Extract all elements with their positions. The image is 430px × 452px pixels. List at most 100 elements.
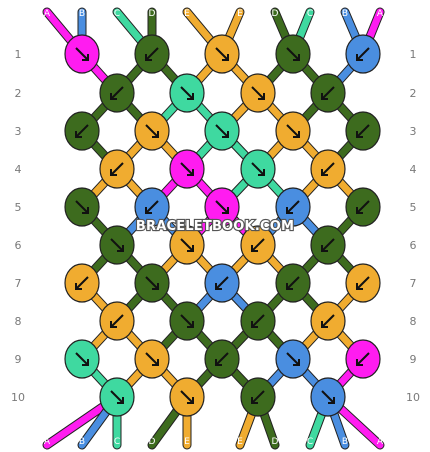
bottom-thread-letter: E: [237, 437, 243, 447]
knot: [204, 263, 240, 303]
knot-arrow-head: [286, 283, 293, 290]
knot: [64, 187, 100, 227]
knot-arrow-shaft: [75, 200, 89, 214]
knot-arrow-shaft: [75, 47, 89, 61]
top-thread-letter: B: [342, 9, 348, 19]
knot-arrow-shaft: [286, 276, 300, 290]
knot-arrow-shaft: [110, 162, 124, 176]
knot-arrow-shaft: [251, 314, 265, 328]
knot-arrow-head: [75, 283, 82, 290]
knot-arrow-head: [251, 321, 258, 328]
knot-arrow-shaft: [110, 390, 124, 404]
top-thread-letter: C: [307, 9, 313, 19]
knot-arrow-shaft: [75, 276, 89, 290]
knot: [345, 339, 381, 379]
knot: [345, 187, 381, 227]
knot-arrow-shaft: [356, 47, 370, 61]
knot-arrow-shaft: [75, 124, 89, 138]
knot: [204, 111, 240, 151]
knot-arrow-head: [321, 169, 328, 176]
knot: [99, 149, 135, 189]
knot-arrow-head: [258, 169, 265, 176]
knot: [345, 263, 381, 303]
top-thread-letter: B: [79, 9, 85, 19]
knot-arrow-head: [187, 93, 194, 100]
knot: [310, 225, 346, 265]
knot-arrow-head: [258, 93, 265, 100]
row-label-left: 6: [15, 239, 22, 252]
knot-arrow-head: [293, 54, 300, 61]
knot-arrow-head: [222, 207, 229, 214]
row-label-left: 5: [15, 201, 22, 214]
knot: [99, 73, 135, 113]
knot: [275, 34, 311, 74]
knot: [64, 339, 100, 379]
top-thread-letter: D: [272, 9, 279, 19]
knot-arrow-shaft: [145, 124, 159, 138]
knot-arrow-head: [293, 359, 300, 366]
knot: [240, 149, 276, 189]
knot-arrow-shaft: [286, 124, 300, 138]
knot: [134, 187, 170, 227]
knot-arrow-shaft: [110, 238, 124, 252]
knot-arrow-shaft: [180, 314, 194, 328]
knot-arrow-shaft: [286, 47, 300, 61]
knot-arrow-head: [187, 245, 194, 252]
knot: [134, 111, 170, 151]
row-label-left: 9: [15, 353, 22, 366]
bottom-thread-letter: A: [44, 437, 51, 447]
row-label-right: 1: [410, 48, 417, 61]
knot-arrow-head: [356, 131, 363, 138]
knot-arrow-shaft: [145, 47, 159, 61]
knot-arrow-head: [82, 359, 89, 366]
knot-arrow-head: [152, 283, 159, 290]
bottom-thread-letter: C: [307, 437, 313, 447]
knot-arrow-shaft: [321, 86, 335, 100]
knot-arrow-head: [145, 54, 152, 61]
knot: [64, 111, 100, 151]
knot-arrow-head: [110, 169, 117, 176]
top-thread-letter: C: [114, 9, 120, 19]
row-label-right: 9: [410, 353, 417, 366]
knot-arrow-shaft: [215, 352, 229, 366]
knot: [345, 34, 381, 74]
row-label-left: 3: [15, 125, 22, 138]
knot-arrow-shaft: [356, 352, 370, 366]
knot-arrow-shaft: [215, 276, 229, 290]
knot-arrow-shaft: [110, 86, 124, 100]
knot: [204, 187, 240, 227]
row-label-left: 7: [15, 277, 22, 290]
knot-arrow-head: [82, 54, 89, 61]
knot-arrow-shaft: [180, 238, 194, 252]
knot-arrow-head: [356, 283, 363, 290]
knot-arrow-head: [215, 283, 222, 290]
knot-arrow-shaft: [356, 276, 370, 290]
knot-arrow-head: [215, 359, 222, 366]
knot-arrow-head: [117, 245, 124, 252]
knot-arrow-shaft: [286, 200, 300, 214]
knot-arrow-shaft: [321, 238, 335, 252]
row-label-left: 8: [15, 315, 22, 328]
row-label-right: 7: [410, 277, 417, 290]
knot: [134, 339, 170, 379]
knot-arrow-head: [187, 169, 194, 176]
knot-arrow-shaft: [180, 390, 194, 404]
knot-arrow-shaft: [251, 86, 265, 100]
knot-grid: [64, 34, 381, 417]
knot-arrow-head: [356, 54, 363, 61]
bottom-thread-letter: C: [114, 437, 120, 447]
knot-arrow-head: [110, 321, 117, 328]
knot: [240, 73, 276, 113]
knot-arrow-shaft: [145, 200, 159, 214]
knot: [99, 301, 135, 341]
knot-arrow-head: [110, 93, 117, 100]
top-thread-letter: A: [377, 9, 384, 19]
knot: [64, 263, 100, 303]
knot: [169, 377, 205, 417]
row-label-right: 3: [410, 125, 417, 138]
knot-arrow-shaft: [180, 86, 194, 100]
knot-arrow-shaft: [215, 124, 229, 138]
top-thread-letter: D: [149, 9, 156, 19]
